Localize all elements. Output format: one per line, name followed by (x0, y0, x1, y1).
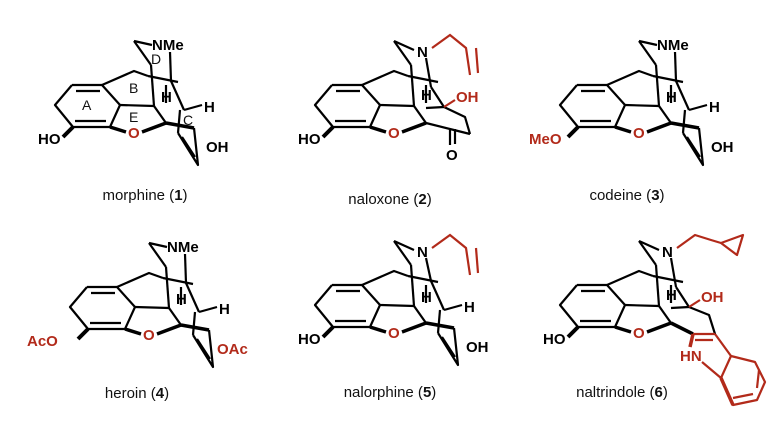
svg-text:H: H (421, 289, 432, 306)
compound-number: 4 (155, 385, 165, 402)
naloxone-skeleton: N H OH O HO O (298, 33, 480, 164)
compound-number: 1 (174, 187, 183, 204)
svg-text:HO: HO (298, 331, 321, 348)
compound-number: 3 (651, 187, 660, 204)
svg-text:O: O (128, 125, 140, 142)
svg-text:OH: OH (711, 139, 734, 156)
svg-text:A: A (82, 97, 92, 113)
caption-heroin: heroin (4) (104, 385, 170, 402)
structure-naloxone: N H OH O HO O (290, 30, 510, 180)
compound-number: 5 (422, 384, 432, 401)
svg-text:B: B (129, 80, 138, 96)
svg-text:C: C (183, 112, 193, 128)
svg-text:N: N (417, 44, 428, 61)
svg-text:H: H (421, 87, 432, 104)
svg-text:O: O (633, 125, 645, 142)
svg-text:H: H (219, 301, 230, 318)
caption-naltrindole: naltrindole (6) (576, 384, 668, 401)
svg-text:H: H (666, 89, 677, 106)
svg-text:O: O (143, 327, 155, 344)
structure-morphine: NMe H H O HO OH A B C D E (30, 30, 260, 180)
svg-text:N: N (662, 244, 673, 261)
svg-text:N: N (417, 244, 428, 261)
compound-name: heroin (104, 385, 147, 402)
nalorphine-skeleton: N H H O HO OH (298, 233, 489, 367)
codeine-skeleton: NMe H H O MeO OH (529, 37, 734, 167)
compound-number: 6 (654, 384, 663, 401)
compound-number: 2 (418, 191, 427, 208)
svg-text:H: H (176, 291, 187, 308)
svg-text:O: O (388, 325, 400, 342)
compound-name: naltrindole (576, 384, 646, 401)
svg-text:NMe: NMe (167, 239, 199, 256)
svg-text:HN: HN (680, 348, 702, 365)
naltrindole-skeleton: N H OH O HO HN (543, 233, 767, 407)
heroin-skeleton: NMe H H O AcO OAc (27, 239, 248, 369)
svg-text:H: H (161, 89, 172, 106)
svg-text:OAc: OAc (217, 341, 248, 358)
svg-text:OH: OH (206, 139, 229, 156)
svg-text:NMe: NMe (152, 37, 184, 54)
structure-naltrindole: N H OH O HO HN (535, 230, 775, 430)
svg-text:OH: OH (466, 339, 489, 356)
svg-text:HO: HO (543, 331, 566, 348)
caption-nalorphine: nalorphine (5) (343, 384, 437, 401)
svg-text:AcO: AcO (27, 333, 58, 350)
svg-text:H: H (464, 299, 475, 316)
compound-name: codeine (589, 187, 643, 204)
structure-codeine: NMe H H O MeO OH (529, 30, 765, 180)
caption-codeine: codeine (3) (589, 187, 665, 204)
svg-text:O: O (446, 147, 458, 164)
svg-text:D: D (151, 51, 161, 67)
compound-name: morphine (102, 187, 166, 204)
compound-name: nalorphine (343, 384, 414, 401)
svg-text:H: H (204, 99, 215, 116)
structure-nalorphine: N H H O HO OH (290, 230, 510, 380)
svg-text:MeO: MeO (529, 131, 562, 148)
svg-text:OH: OH (456, 89, 479, 106)
morphine-skeleton: NMe H H O HO OH A B C D E (38, 37, 229, 167)
svg-text:O: O (633, 325, 645, 342)
svg-text:NMe: NMe (657, 37, 689, 54)
compound-name: naloxone (348, 191, 410, 208)
svg-text:E: E (129, 109, 138, 125)
svg-text:OH: OH (701, 289, 724, 306)
structure-heroin: NMe H H O AcO OAc (27, 232, 275, 382)
svg-text:H: H (709, 99, 720, 116)
caption-naloxone: naloxone (2) (348, 191, 432, 208)
svg-text:HO: HO (298, 131, 321, 148)
caption-morphine: morphine (1) (102, 187, 188, 204)
svg-text:H: H (666, 287, 677, 304)
svg-text:HO: HO (38, 131, 61, 148)
svg-text:O: O (388, 125, 400, 142)
